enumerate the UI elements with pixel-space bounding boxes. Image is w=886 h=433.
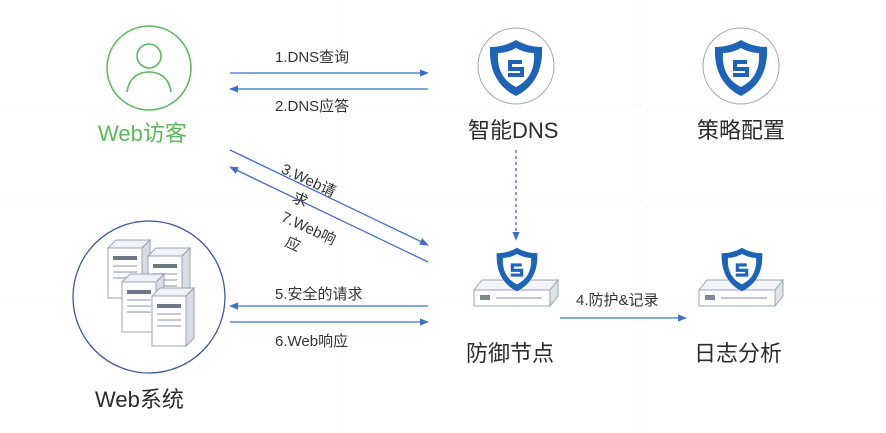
visitor-label: Web访客	[98, 121, 187, 146]
user-icon	[106, 25, 192, 111]
arrow-web-response	[229, 166, 429, 263]
edge-label-protect-record: 4.防护&记录	[576, 292, 659, 309]
edge-label-web-response-6: 6.Web响应	[275, 333, 349, 350]
log-analysis-label: 日志分析	[694, 341, 783, 366]
servers-icon	[72, 220, 226, 374]
policy-shield-icon	[702, 27, 780, 105]
policy-label: 策略配置	[697, 118, 786, 143]
web-system-label: Web系统	[95, 387, 184, 412]
defense-node-icon	[473, 247, 559, 307]
edge-label-safe-request: 5.安全的请求	[275, 286, 363, 303]
edge-label-dns-answer: 2.DNS应答	[275, 98, 350, 115]
smart-dns-shield-icon	[477, 27, 555, 105]
defense-node-label: 防御节点	[466, 341, 555, 366]
log-analysis-icon	[698, 247, 784, 307]
smart-dns-label: 智能DNS	[468, 118, 559, 143]
edge-label-dns-query: 1.DNS查询	[275, 49, 350, 66]
arrow-web-request	[229, 149, 429, 246]
